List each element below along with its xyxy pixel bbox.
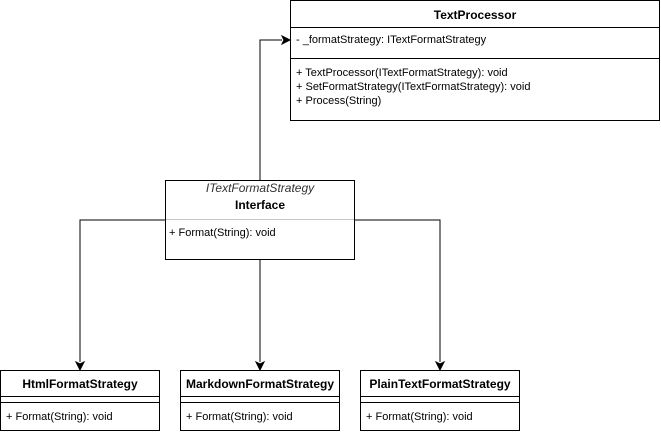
class-plaintextformatstrategy-divider-1: [361, 396, 519, 397]
interface-stereotype: ITextFormatStrategy: [205, 181, 315, 195]
connector-interface-to-textprocessor: [259, 39, 282, 180]
arrowhead-markdown: [254, 360, 266, 372]
interface-itextformatstrategy[interactable]: ITextFormatStrategy Interface + Format(S…: [165, 180, 355, 260]
class-markdownformatstrategy-divider-2: [181, 402, 339, 403]
class-markdownformatstrategy-method: + Format(String): void: [186, 411, 293, 423]
class-htmlformatstrategy-divider-2: [1, 402, 159, 403]
class-textprocessor-fields-divider: [291, 58, 659, 59]
class-markdownformatstrategy-name: MarkdownFormatStrategy: [185, 377, 335, 391]
class-markdownformatstrategy[interactable]: MarkdownFormatStrategy + Format(String):…: [180, 370, 340, 431]
arrowhead-plaintext: [434, 360, 446, 372]
interface-divider: [166, 219, 354, 220]
class-htmlformatstrategy-name: HtmlFormatStrategy: [22, 377, 138, 391]
class-plaintextformatstrategy-method: + Format(String): void: [366, 411, 473, 423]
class-plaintextformatstrategy-name: PlainTextFormatStrategy: [369, 377, 511, 391]
interface-method: + Format(String): void: [169, 227, 276, 239]
class-htmlformatstrategy-method: + Format(String): void: [6, 411, 113, 423]
connector-interface-to-plaintext: [355, 219, 441, 362]
class-textprocessor-title-divider: [291, 27, 659, 28]
interface-name: Interface: [234, 198, 286, 212]
class-htmlformatstrategy[interactable]: HtmlFormatStrategy + Format(String): voi…: [0, 370, 160, 431]
class-textprocessor-method: + TextProcessor(ITextFormatStrategy): vo…: [296, 67, 508, 79]
class-plaintextformatstrategy-divider-2: [361, 402, 519, 403]
class-markdownformatstrategy-divider-1: [181, 396, 339, 397]
arrowhead-textprocessor: [280, 34, 292, 46]
arrowhead-html: [74, 360, 86, 372]
class-textprocessor-method: + Process(String): [296, 95, 382, 107]
class-textprocessor-field: - _formatStrategy: ITextFormatStrategy: [296, 34, 487, 46]
class-htmlformatstrategy-divider-1: [1, 396, 159, 397]
class-textprocessor-method: + SetFormatStrategy(ITextFormatStrategy)…: [296, 81, 531, 93]
connector-interface-to-html: [79, 219, 165, 362]
class-plaintextformatstrategy[interactable]: PlainTextFormatStrategy + Format(String)…: [360, 370, 520, 431]
class-textprocessor-name: TextProcessor: [433, 8, 517, 22]
class-textprocessor[interactable]: TextProcessor - _formatStrategy: ITextFo…: [290, 0, 660, 121]
